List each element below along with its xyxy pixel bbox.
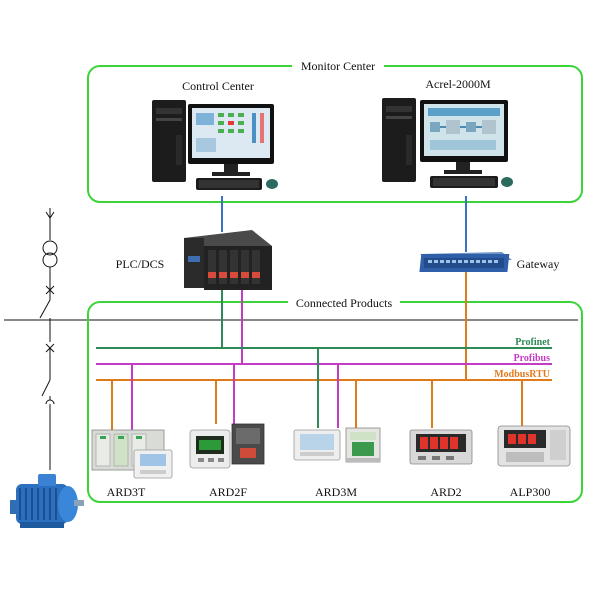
profinet-label: Profinet	[515, 337, 550, 348]
acrel-2000m-label: Acrel-2000M	[425, 77, 491, 91]
profibus-label: Profibus	[514, 353, 551, 364]
single-line-diagram	[39, 208, 58, 470]
ard2-device-icon	[409, 429, 473, 465]
ard3t-device-icon	[91, 429, 173, 479]
monitor-center-title: Monitor Center	[301, 59, 375, 73]
product-label-alp300: ALP300	[510, 485, 551, 499]
connected-products-title: Connected Products	[296, 296, 393, 310]
motor-icon	[10, 474, 84, 528]
ard3m-device-icon	[293, 427, 381, 463]
ard2f-device-icon	[189, 423, 265, 469]
plc-rack-icon	[184, 230, 272, 290]
alp300-device-icon	[497, 425, 571, 467]
transformer-icon	[42, 240, 58, 256]
modbus-label: ModbusRTU	[494, 369, 550, 380]
product-label-ard3t: ARD3T	[107, 485, 146, 499]
acrel-2000m-computer-icon	[382, 98, 513, 188]
plc-dcs-label: PLC/DCS	[116, 257, 165, 271]
gateway-label: Gateway	[517, 257, 560, 271]
product-label-ard2f: ARD2F	[209, 485, 247, 499]
product-label-ard2: ARD2	[430, 485, 461, 499]
control-center-computer-icon	[152, 100, 278, 190]
product-label-ard3m: ARD3M	[315, 485, 357, 499]
control-center-label: Control Center	[182, 79, 254, 93]
switch-icon	[39, 299, 51, 319]
device-drops	[111, 348, 523, 430]
network-switch-icon	[419, 252, 512, 272]
